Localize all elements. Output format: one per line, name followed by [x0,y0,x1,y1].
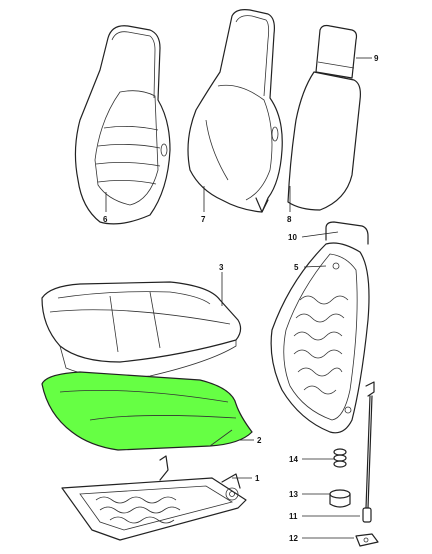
part-3-seat-cover [41,281,242,379]
part-1-seat-frame [61,455,247,541]
callout-12: 12 [289,534,298,543]
callout-labels: 6 7 8 9 10 5 3 2 1 14 13 11 12 [103,54,379,543]
callout-14: 14 [289,455,298,464]
callout-5: 5 [294,263,299,272]
part-14-spring [333,448,347,468]
part-11-adjuster-rod [362,381,375,523]
callout-8: 8 [287,215,292,224]
callout-7: 7 [201,215,206,224]
callout-10: 10 [288,233,297,242]
callout-3: 3 [219,263,224,272]
callout-13: 13 [289,490,298,499]
part-2-seat-cushion-highlighted [41,371,253,451]
part-7-backrest [187,9,283,213]
leader-lines [105,57,372,539]
part-8-back-panel [287,71,361,211]
part-5-backrest-frame [270,242,370,434]
callout-9: 9 [374,54,379,63]
callout-11: 11 [289,512,298,521]
part-6-backrest-cover [74,25,171,225]
callout-6: 6 [103,215,108,224]
part-10-rod [325,221,369,245]
part-9-pad [315,24,358,79]
callout-1: 1 [255,474,260,483]
callout-2: 2 [257,436,262,445]
part-13-bushing [329,489,351,508]
part-12-clip [355,533,379,547]
